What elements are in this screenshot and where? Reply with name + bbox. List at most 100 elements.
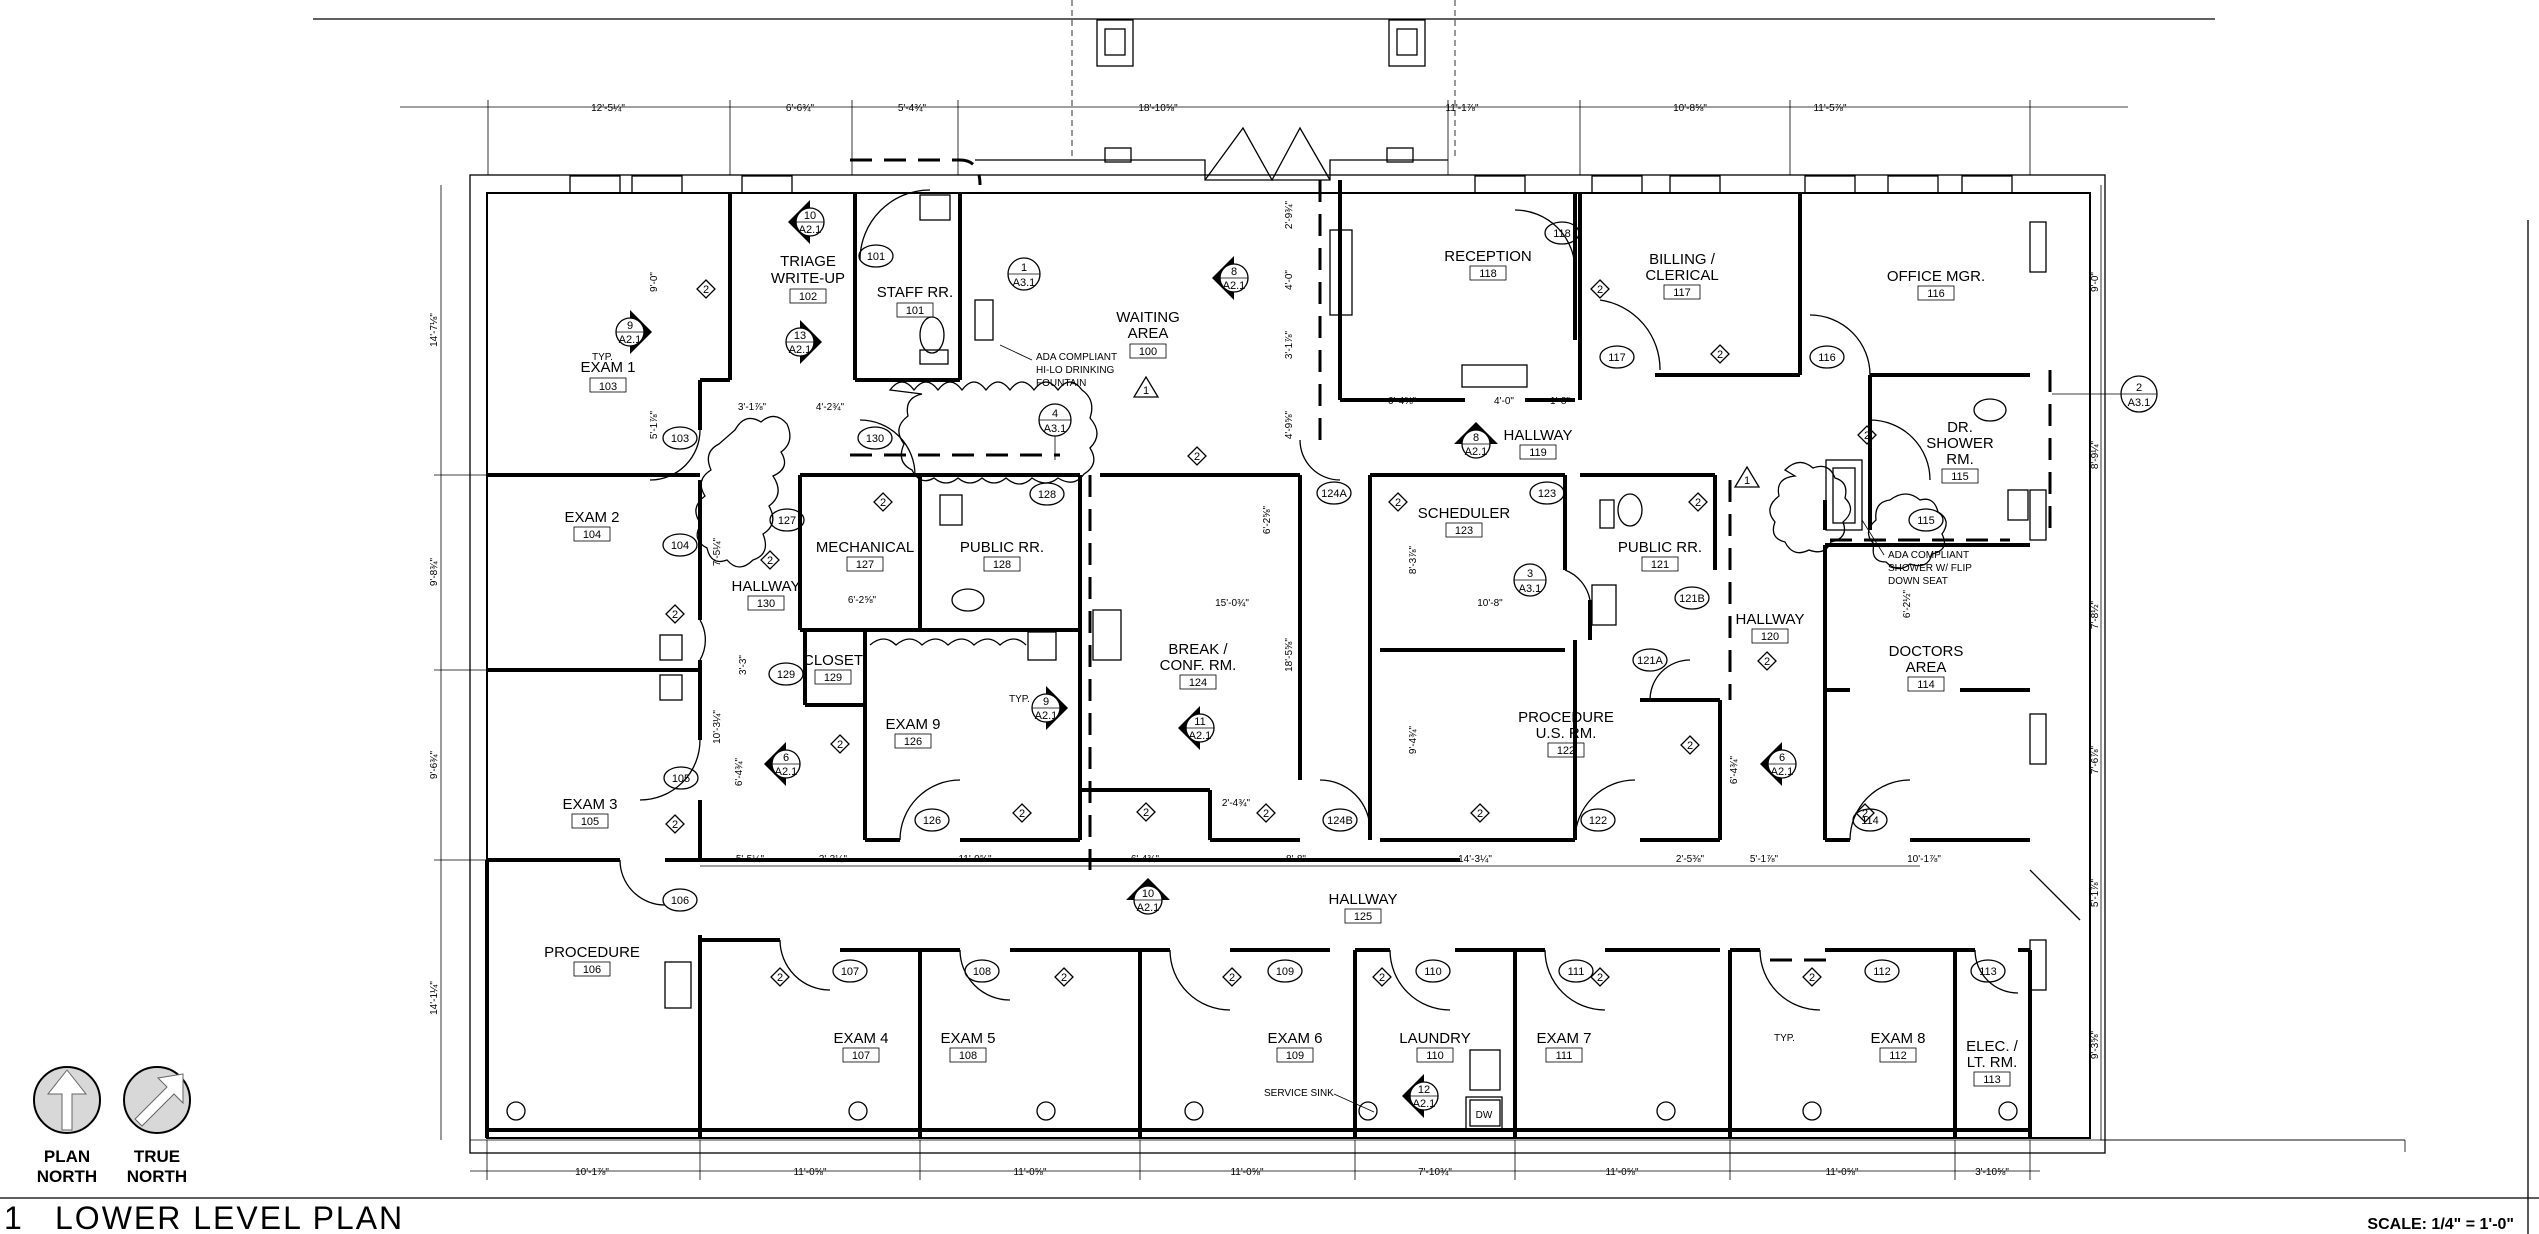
section-marker: 6 A2.1: [1760, 742, 1797, 786]
svg-text:A2.1: A2.1: [1771, 766, 1794, 778]
keynote-tag: 2: [837, 739, 843, 751]
true-north-label: NORTH: [127, 1167, 187, 1186]
svg-text:3: 3: [1527, 568, 1533, 580]
svg-text:6: 6: [1779, 752, 1785, 764]
ada-shower-note: SHOWER W/ FLIP: [1888, 563, 1972, 574]
detail-markers: 1 A3.1 4 A3.1 3 A3.1 2 A3.1: [1007, 257, 2158, 597]
section-marker: 10 A2.1: [788, 200, 825, 244]
keynote-tag: 2: [1194, 451, 1200, 463]
dim-inner: 3'-1⅞": [1284, 330, 1295, 359]
room-name: PUBLIC RR.: [960, 539, 1044, 556]
door-tag: 122: [1589, 815, 1607, 827]
dim-inner: 4'-0": [1284, 270, 1295, 290]
dim-mid-7: 2'-5⅜": [1676, 854, 1705, 865]
keynote-tag: 2: [1229, 972, 1235, 984]
dim-top-3: 5'-4¾": [898, 103, 927, 114]
section-marker: 8 A2.1: [1454, 422, 1498, 459]
svg-text:A2.1: A2.1: [619, 334, 642, 346]
door-tag: 128: [1038, 489, 1056, 501]
detail-marker: 2 A3.1: [2052, 375, 2158, 413]
room-number: 110: [1426, 1050, 1444, 1062]
room-number: 118: [1479, 268, 1497, 280]
door-tag: 126: [923, 815, 941, 827]
svg-text:A2.1: A2.1: [1035, 710, 1058, 722]
section-marker: 6 A2.1: [764, 742, 801, 786]
dim-bottom-2: 11'-0⅝": [793, 1167, 827, 1178]
room-name: HALLWAY: [1504, 427, 1573, 444]
drawing-number: 1: [4, 1200, 24, 1234]
dim-inner: 1'-8": [1550, 396, 1570, 407]
revision-deltas: 1 1: [1132, 375, 1761, 488]
exterior-walls: [469, 126, 2406, 1154]
ada-shower-note: ADA COMPLIANT: [1888, 550, 1969, 561]
room-number: 106: [583, 964, 601, 976]
svg-text:A2.1: A2.1: [789, 344, 812, 356]
svg-text:A2.1: A2.1: [1465, 446, 1488, 458]
door-tag: 127: [778, 515, 796, 527]
dim-inner: 3'-3": [738, 655, 749, 675]
dim-mid-3: 11'-0⅝": [958, 854, 992, 865]
room-name: PROCEDURE: [544, 944, 640, 961]
door-tag: 112: [1873, 966, 1891, 978]
ada-shower-note: DOWN SEAT: [1888, 576, 1948, 587]
door-tag: 121A: [1637, 655, 1663, 667]
true-north-arrow: TRUE NORTH: [123, 1066, 191, 1186]
door-tag: 117: [1608, 352, 1626, 364]
room-number: 100: [1139, 346, 1157, 358]
dim-inner: 9'-4¾": [1408, 725, 1419, 754]
revision-tag: 1: [1143, 385, 1149, 397]
dim-right-1: 9'-0": [2090, 272, 2101, 292]
dim-top-2: 6'-6¾": [786, 103, 815, 114]
door-tag: 105: [672, 773, 690, 785]
door-tag: 108: [973, 966, 991, 978]
room-number: 102: [799, 291, 817, 303]
dim-inner: 10'-3¼": [711, 710, 723, 744]
keynote-tag: 2: [1809, 972, 1815, 984]
dim-top-7: 11'-5⅞": [1813, 103, 1847, 114]
room-name: EXAM 9: [885, 716, 940, 733]
dim-bottom-8: 3'-10⅝": [1975, 1167, 2009, 1178]
keynote-tag: 2: [880, 497, 886, 509]
dashed-walls: [850, 158, 2052, 962]
drawing-scale: SCALE: 1/4" = 1'-0": [2367, 1216, 2514, 1233]
keynote-tag: 2: [1597, 972, 1603, 984]
door-tag: 115: [1917, 515, 1935, 527]
door-tag: 106: [671, 895, 689, 907]
room-name: PROCEDURE: [1518, 709, 1614, 726]
room-name: EXAM 3: [562, 796, 617, 813]
door-tag: 123: [1538, 488, 1556, 500]
dishwasher-label: DW: [1476, 1110, 1493, 1121]
svg-text:9: 9: [1043, 696, 1049, 708]
door-tag: 116: [1818, 352, 1836, 364]
bottom-dimension-string: [470, 1140, 2040, 1180]
dim-inner: 4'-2¾": [816, 402, 845, 413]
svg-text:6: 6: [783, 752, 789, 764]
svg-text:13: 13: [794, 330, 806, 342]
room-name: WRITE-UP: [771, 270, 845, 287]
typ-note: TYP.: [592, 352, 613, 363]
room-name: TRIAGE: [780, 253, 836, 270]
plan-north-label: NORTH: [37, 1167, 97, 1186]
dim-inner: 7'-5¼": [711, 537, 723, 566]
room-name: WAITING: [1116, 309, 1180, 326]
room-name: LAUNDRY: [1399, 1030, 1470, 1047]
drawing-title: LOWER LEVEL PLAN: [55, 1200, 404, 1234]
svg-text:A2.1: A2.1: [1189, 730, 1212, 742]
keynote-tag: 2: [1143, 807, 1149, 819]
dim-right-5: 5'-1⅞": [2090, 878, 2101, 907]
room-name: HALLWAY: [1736, 611, 1805, 628]
plan-north-label: PLAN: [44, 1147, 90, 1166]
door-tag: 124B: [1327, 815, 1353, 827]
dim-right-2: 8'-9¼": [2089, 440, 2101, 469]
dim-left-1: 14'-7⅛": [429, 313, 440, 347]
keynote-tag: 2: [1764, 656, 1770, 668]
door-tag: 107: [841, 966, 859, 978]
room-name: U.S. RM.: [1536, 725, 1597, 742]
dim-inner: 6'-4¾": [734, 757, 745, 786]
room-number: 119: [1529, 447, 1547, 459]
dim-mid-8: 5'-1⅞": [1750, 854, 1779, 865]
section-marker: 9 A2.1: [615, 310, 652, 354]
keynote-tag: 2: [767, 555, 773, 567]
room-number: 112: [1889, 1050, 1907, 1062]
